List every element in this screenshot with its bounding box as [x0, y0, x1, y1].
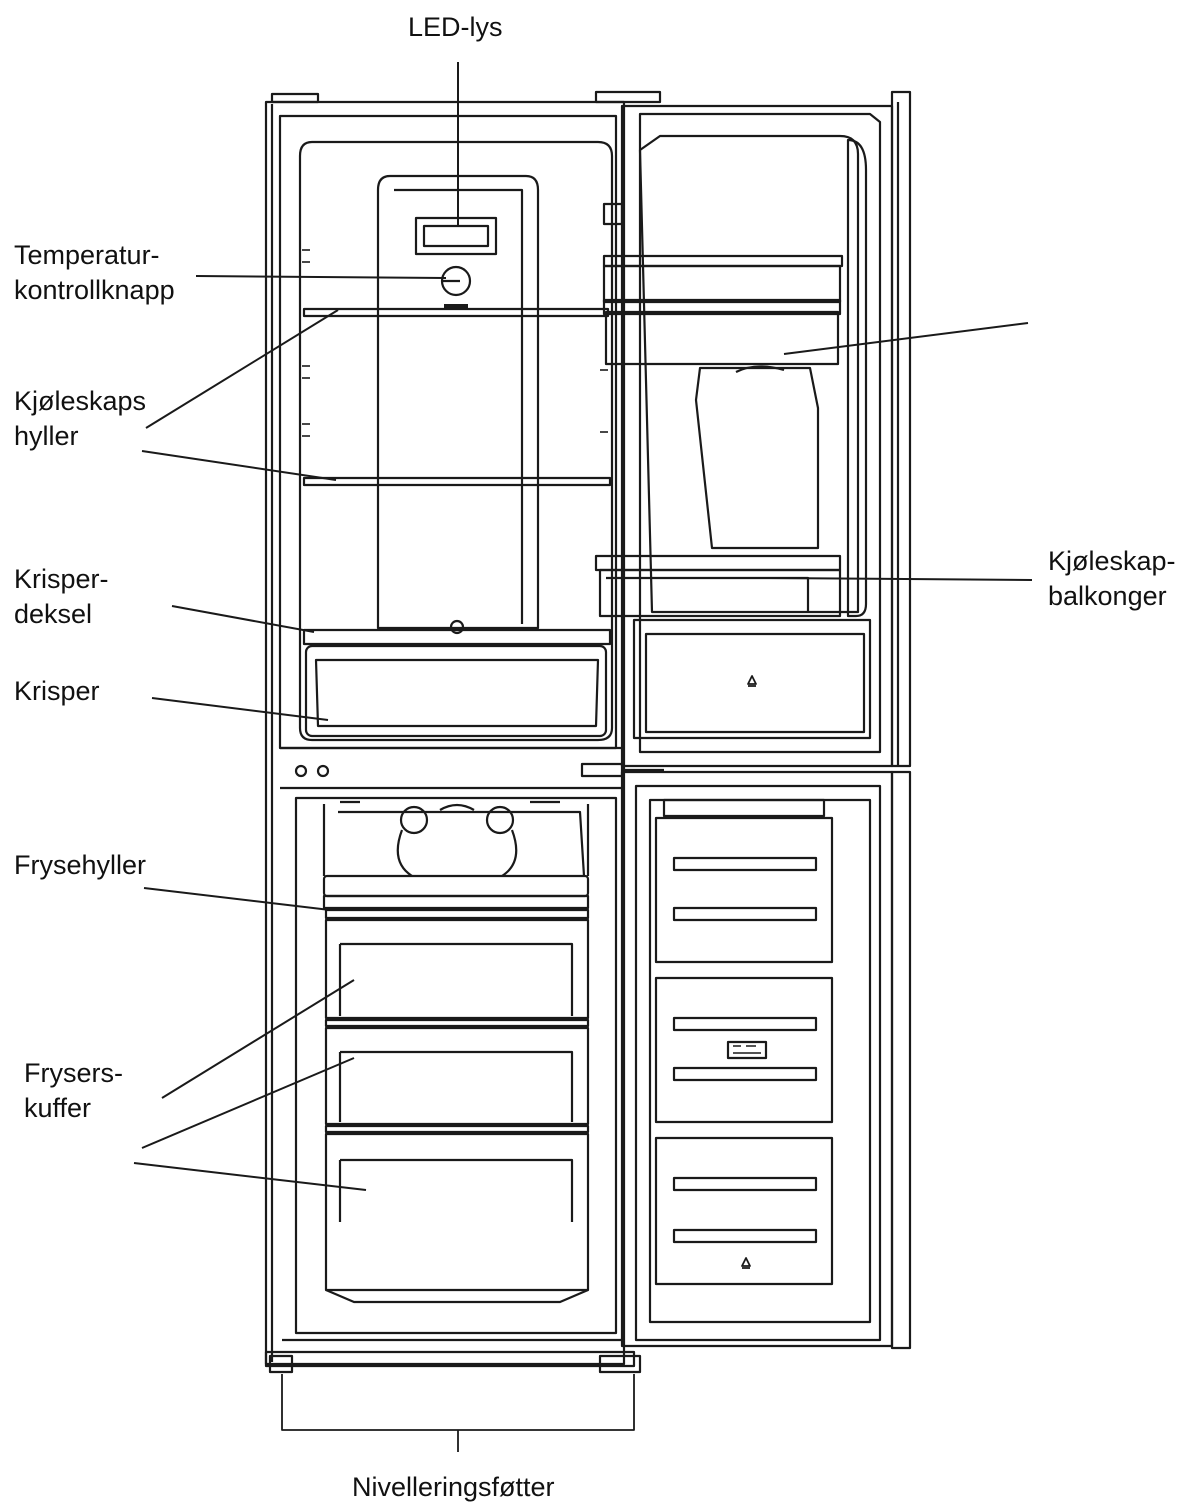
door-bin: [632, 618, 872, 740]
leader-shelf-2: [141, 450, 337, 481]
leader-drawer-2: [141, 1057, 355, 1149]
crisper-cover: [302, 628, 612, 646]
label-fridge-shelves-line2: hyller: [14, 421, 79, 451]
freezer-compartment: [294, 796, 618, 1335]
fridge-shelf-1: [302, 307, 610, 318]
label-crisper: Krisper: [14, 676, 100, 706]
leader-balcony-2: [769, 577, 1033, 581]
led-light-housing: [414, 216, 498, 256]
label-fridge-balconies-line1: Kjøleskap-: [1048, 546, 1176, 576]
leader-drawer-3: [133, 1162, 367, 1191]
freezer-shelf: [322, 874, 590, 898]
label-temperature-line2: kontrollknapp: [14, 275, 175, 305]
freezer-drawer-3: [324, 1132, 590, 1292]
fridge-shelf-2: [302, 476, 612, 487]
freezer-door-tray-1: [654, 816, 834, 964]
label-freezer-drawers-line2: kuffer: [24, 1093, 92, 1123]
leveling-foot-left: [268, 1354, 294, 1374]
temperature-knob: [440, 265, 472, 297]
label-freezer-drawers-line1: Frysers-: [24, 1058, 123, 1088]
freezer-drawer-2: [324, 1026, 590, 1126]
leader-shelf-1: [145, 309, 339, 429]
fridge-compartment: [298, 140, 614, 742]
label-freezer-shelves: Frysehyller: [14, 850, 147, 880]
freezer-door-tray-2: [654, 976, 834, 1124]
label-temperature-knob: Temperatur- kontrollknapp: [14, 238, 175, 308]
label-freezer-drawers: Frysers- kuffer: [24, 1056, 123, 1126]
label-fridge-balconies: Kjøleskap- balkonger: [1048, 544, 1176, 614]
leader-crisper: [151, 697, 329, 721]
leader-drawer-1: [161, 979, 355, 1099]
fridge-door: [620, 104, 894, 768]
crisper-drawer: [304, 644, 608, 738]
label-fridge-shelves-line1: Kjøleskaps: [14, 386, 147, 416]
label-temperature-line1: Temperatur-: [14, 240, 160, 270]
freezer-fan-right: [485, 805, 515, 835]
leveling-foot-right: [598, 1354, 642, 1374]
cabinet-outline: [264, 100, 626, 1366]
label-crisper-cover-line1: Krisper-: [14, 564, 109, 594]
leader-temperature: [195, 275, 447, 279]
label-fridge-shelves: Kjøleskaps hyller: [14, 384, 146, 454]
fridge-balcony-2: [594, 554, 842, 572]
leader-freezer-shelf: [143, 887, 331, 911]
leader-balcony-1: [783, 322, 1029, 355]
freezer-fan-left: [399, 805, 429, 835]
label-fridge-balconies-line2: balkonger: [1048, 581, 1167, 611]
label-leveling-feet: Nivelleringsføtter: [352, 1472, 555, 1502]
label-led-light: LED-lys: [408, 12, 503, 42]
freezer-drawer-1: [324, 918, 590, 1020]
label-crisper-cover-line2: deksel: [14, 599, 93, 629]
leader-crisper-cover: [171, 605, 315, 633]
freezer-door-tray-3: [654, 1136, 834, 1286]
label-crisper-cover: Krisper- deksel: [14, 562, 109, 632]
